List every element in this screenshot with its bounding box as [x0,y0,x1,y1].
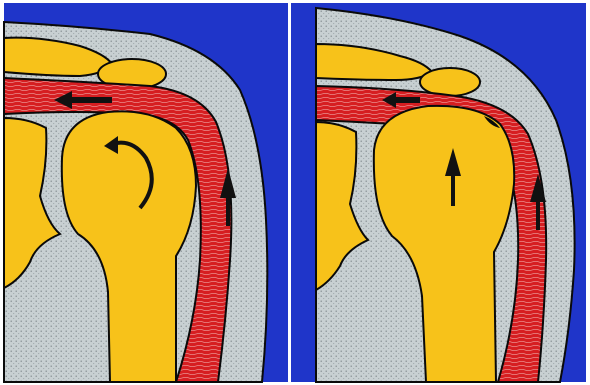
left-panel [4,3,288,382]
panel-divider [288,3,291,382]
right-panel [291,3,586,382]
